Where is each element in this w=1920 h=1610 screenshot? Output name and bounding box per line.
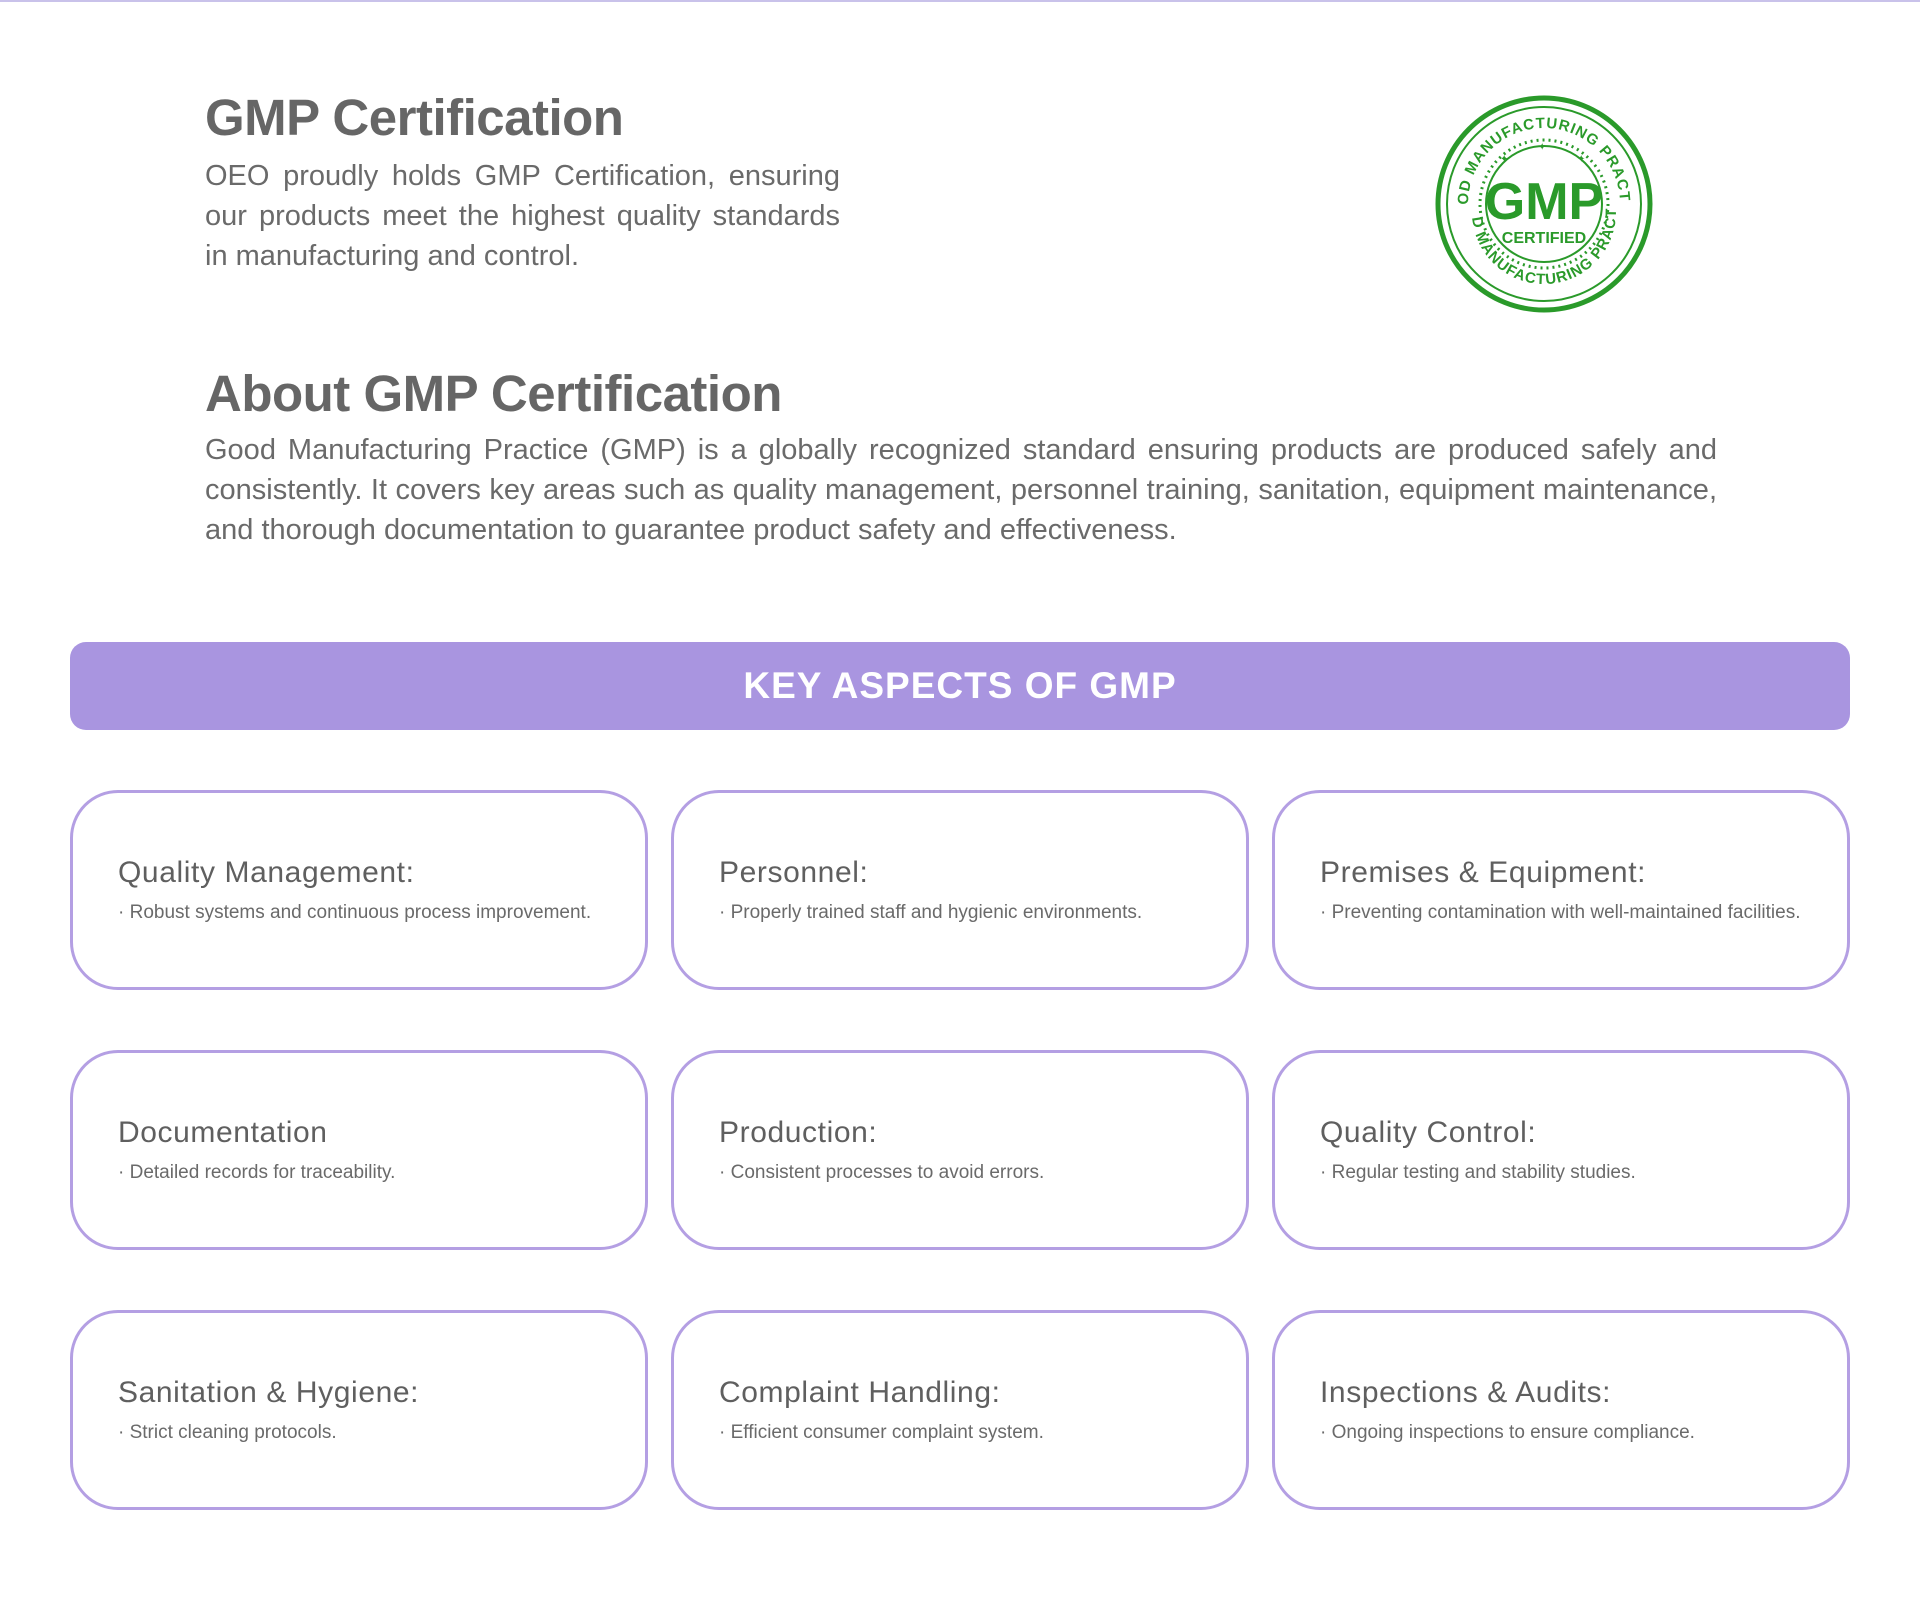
key-aspects-title: KEY ASPECTS OF GMP	[743, 665, 1177, 706]
aspects-grid: Quality Management: · Robust systems and…	[70, 790, 1850, 1510]
aspect-title: Complaint Handling:	[719, 1376, 1001, 1409]
svg-text:✦: ✦	[1538, 142, 1546, 153]
intro-paragraph: OEO proudly holds GMP Certification, ens…	[205, 160, 840, 272]
aspect-title: Quality Control:	[1320, 1116, 1537, 1149]
aspect-card-complaint-handling: Complaint Handling: · Efficient consumer…	[671, 1310, 1249, 1510]
about-gmp-section: About GMP Certification Good Manufacturi…	[205, 364, 1717, 550]
aspect-description: · Robust systems and continuous process …	[118, 902, 592, 923]
about-paragraph: Good Manufacturing Practice (GMP) is a g…	[205, 434, 1717, 546]
svg-text:CERTIFIED: CERTIFIED	[1502, 230, 1586, 247]
page-title: GMP Certification	[205, 89, 624, 146]
aspect-card-sanitation-hygiene: Sanitation & Hygiene: · Strict cleaning …	[70, 1310, 648, 1510]
top-divider	[0, 0, 1920, 2]
aspect-title: Inspections & Audits:	[1320, 1376, 1612, 1409]
svg-text:GMP: GMP	[1485, 173, 1603, 231]
aspect-description: · Efficient consumer complaint system.	[719, 1422, 1044, 1443]
aspect-title: Sanitation & Hygiene:	[118, 1376, 420, 1409]
aspect-description: · Detailed records for traceability.	[118, 1162, 396, 1183]
svg-text:✦: ✦	[1577, 154, 1585, 165]
aspect-description: · Regular testing and stability studies.	[1320, 1162, 1636, 1183]
aspect-description: · Consistent processes to avoid errors.	[719, 1162, 1045, 1183]
gmp-certified-seal-icon: GOOD MANUFACTURING PRACTICE GOOD MANUFAC…	[1426, 79, 1656, 316]
aspect-card-inspections-audits: Inspections & Audits: · Ongoing inspecti…	[1272, 1310, 1850, 1510]
aspect-description: · Properly trained staff and hygienic en…	[719, 902, 1143, 923]
aspect-description: · Preventing contamination with well-mai…	[1320, 902, 1801, 923]
key-aspects-banner: KEY ASPECTS OF GMP	[70, 642, 1850, 730]
aspect-title: Personnel:	[719, 856, 869, 889]
aspect-card-quality-control: Quality Control: · Regular testing and s…	[1272, 1050, 1850, 1250]
aspect-description: · Strict cleaning protocols.	[118, 1422, 337, 1443]
svg-text:✦: ✦	[1500, 154, 1508, 165]
aspect-title: Documentation	[118, 1116, 328, 1149]
about-title: About GMP Certification	[205, 365, 782, 422]
aspect-title: Premises & Equipment:	[1320, 856, 1647, 889]
gmp-intro-section: GMP Certification OEO proudly holds GMP …	[205, 88, 855, 276]
aspect-title: Production:	[719, 1116, 878, 1149]
aspect-title: Quality Management:	[118, 856, 415, 889]
aspect-description: · Ongoing inspections to ensure complian…	[1320, 1422, 1695, 1443]
aspect-card-premises-equipment: Premises & Equipment: · Preventing conta…	[1272, 790, 1850, 990]
aspect-card-quality-management: Quality Management: · Robust systems and…	[70, 790, 648, 990]
aspect-card-production: Production: · Consistent processes to av…	[671, 1050, 1249, 1250]
aspect-card-personnel: Personnel: · Properly trained staff and …	[671, 790, 1249, 990]
aspect-card-documentation: Documentation · Detailed records for tra…	[70, 1050, 648, 1250]
